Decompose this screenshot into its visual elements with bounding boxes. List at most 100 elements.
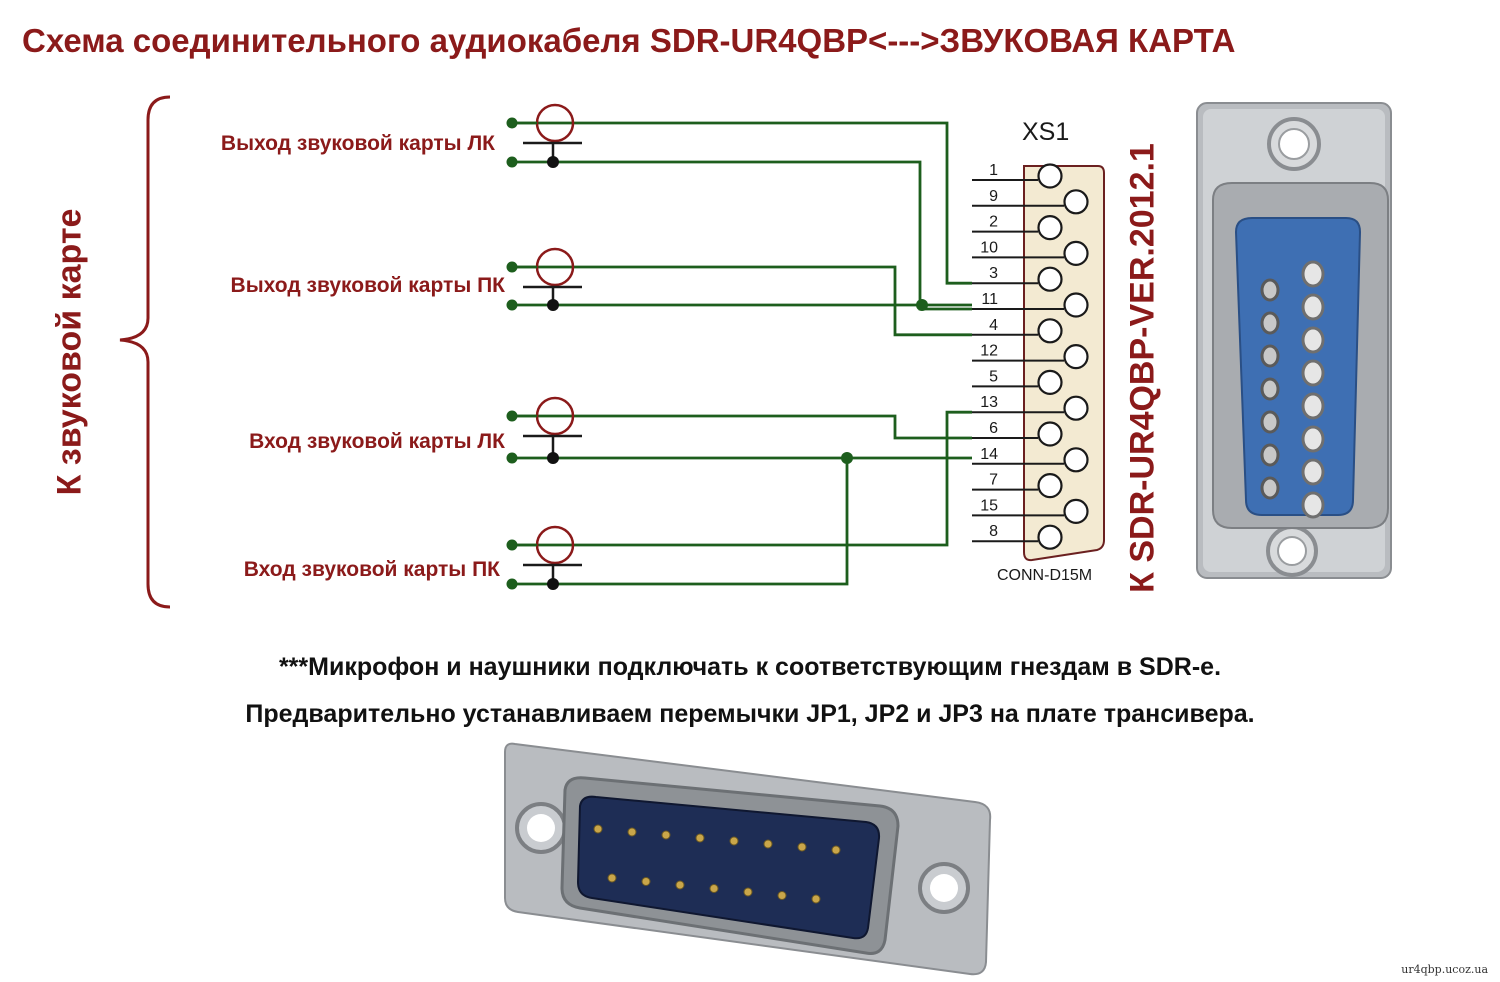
plug-pin — [661, 830, 671, 840]
jack-ring-terminal — [506, 578, 518, 590]
pin-number: 15 — [980, 497, 998, 514]
pin-number: 1 — [989, 162, 998, 179]
pin-contact — [1063, 498, 1089, 524]
plug-pin — [797, 842, 807, 852]
note-line-1: ***Микрофон и наушники подключать к соот… — [278, 653, 1222, 681]
db15-male-photo — [504, 742, 992, 976]
audio-jack-symbol — [506, 525, 582, 590]
wire-in-right-tip — [512, 410, 972, 547]
plug-pin — [763, 839, 773, 849]
plug-pin — [729, 836, 739, 846]
db15-female-photo — [1196, 102, 1392, 579]
pin-number: 10 — [980, 239, 998, 256]
socket-hole — [1301, 326, 1325, 354]
pin-contact — [1037, 215, 1063, 241]
pin-contact — [1037, 421, 1063, 447]
jack-ring-terminal — [506, 299, 518, 311]
jack-tip-terminal — [506, 410, 518, 422]
pin-contact — [1063, 240, 1089, 266]
wire-out-left-ground — [512, 160, 972, 311]
pin-contact — [1037, 266, 1063, 292]
jack-label-input-right: Вход звуковой карты ПК — [243, 558, 500, 581]
connector-part-name: CONN-D15M — [997, 567, 1093, 584]
plug-pin — [709, 884, 719, 893]
pin-contact — [1037, 524, 1063, 550]
plug-pin — [641, 877, 651, 886]
socket-hole — [1260, 278, 1280, 302]
audio-jack-symbol — [506, 247, 582, 311]
socket-hole — [1260, 377, 1280, 401]
pin-number: 7 — [989, 472, 998, 489]
audio-jack-symbol — [506, 103, 582, 168]
pin-contact — [1037, 163, 1063, 189]
plug-pin — [675, 880, 685, 890]
audio-jack-symbol — [506, 396, 582, 464]
pin-number: 11 — [981, 291, 998, 308]
connector-designator: XS1 — [1022, 118, 1070, 146]
pin-contact — [1037, 369, 1063, 395]
wire-in-right-ground — [512, 458, 849, 586]
note-line-2: Предварительно устанавливаем перемычки J… — [245, 700, 1255, 728]
socket-hole — [1260, 410, 1280, 434]
side-label-sdr: К SDR-UR4QBP-VER.2012.1 — [1123, 143, 1162, 593]
plug-pin — [777, 891, 787, 900]
wire-out-left-tip — [512, 121, 972, 285]
plug-pin — [743, 887, 753, 897]
jack-ring-terminal — [506, 156, 518, 168]
audio-jacks — [506, 103, 582, 590]
plug-pin — [831, 845, 841, 855]
socket-hole — [1301, 392, 1325, 420]
pin-number: 3 — [989, 265, 998, 282]
pin-contact — [1037, 318, 1063, 344]
left-brace — [119, 95, 171, 609]
socket-hole — [1301, 260, 1325, 288]
pin-number: 13 — [980, 394, 998, 411]
pin-number: 9 — [989, 188, 998, 205]
wire-junction — [916, 299, 928, 311]
plug-pin — [607, 873, 617, 883]
socket-hole — [1260, 344, 1280, 368]
side-label-sound-card: К звуковой карте — [50, 208, 89, 496]
jack-label-input-left: Вход звуковой карты ЛК — [249, 430, 505, 453]
jack-tip-terminal — [506, 261, 518, 273]
pin-contact — [1063, 189, 1089, 215]
socket-hole — [1260, 476, 1280, 500]
pin-number: 4 — [989, 317, 998, 334]
socket-hole — [1301, 458, 1325, 486]
plug-pin — [811, 894, 821, 904]
jack-ground-node — [547, 452, 559, 464]
jack-label-output-left: Выход звуковой карты ЛК — [220, 132, 495, 155]
pin-number: 14 — [980, 446, 998, 463]
socket-hole — [1301, 425, 1325, 453]
jack-ring-terminal — [506, 452, 518, 464]
pin-contact — [1063, 292, 1089, 318]
socket-hole — [1260, 443, 1280, 467]
jack-ground-node — [547, 299, 559, 311]
pin-number: 12 — [980, 343, 998, 360]
pin-contact — [1037, 473, 1063, 499]
wires — [512, 121, 972, 586]
pin-number: 6 — [989, 420, 998, 437]
pin-contact — [1063, 395, 1089, 421]
pin-contact — [1063, 344, 1089, 370]
wire-out-right-tip — [512, 265, 972, 337]
pin-number: 2 — [989, 214, 998, 231]
jack-tip-terminal — [506, 117, 518, 129]
pin-contact — [1063, 447, 1089, 473]
watermark: ur4qbp.ucoz.ua — [1401, 963, 1488, 976]
jack-tip-terminal — [506, 539, 518, 551]
plug-pin — [593, 824, 603, 834]
plug-pin — [695, 833, 705, 843]
jack-label-output-right: Выход звуковой карты ПК — [230, 274, 505, 297]
db15-connector-body — [1023, 165, 1105, 562]
socket-hole — [1301, 293, 1325, 321]
diagram-title: Схема соединительного аудиокабеля SDR-UR… — [22, 22, 1236, 59]
pin-number: 8 — [989, 523, 998, 540]
plug-pin — [627, 827, 637, 837]
jack-ground-node — [547, 578, 559, 590]
socket-hole — [1301, 491, 1325, 519]
socket-hole — [1260, 311, 1280, 335]
socket-hole — [1301, 359, 1325, 387]
